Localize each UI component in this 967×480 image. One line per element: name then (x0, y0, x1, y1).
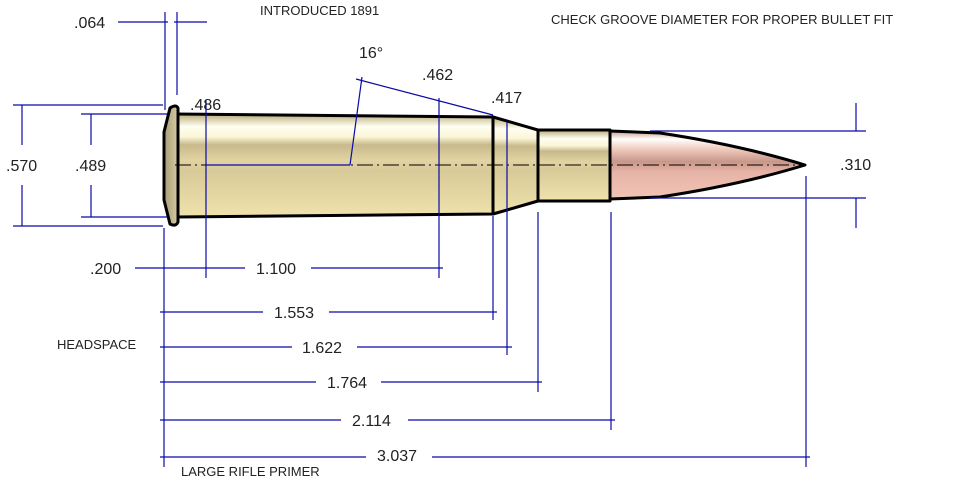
dim-shoulder-diameter: .462 (422, 67, 453, 84)
dim-rim-thickness: .064 (74, 15, 105, 32)
dim-rim-to-body: .200 (90, 261, 121, 278)
dim-base-diameter: .486 (190, 97, 221, 114)
dim-rim-diameter: .570 (6, 158, 37, 175)
groove-note: CHECK GROOVE DIAMETER FOR PROPER BULLET … (551, 12, 893, 27)
dim-overall-length: 3.037 (377, 448, 417, 465)
dim-shoulder-start: 1.553 (274, 305, 314, 322)
title-introduced: INTRODUCED 1891 (260, 3, 379, 18)
dim-body-length: 1.100 (256, 261, 296, 278)
dim-neck-start: 1.764 (327, 375, 367, 392)
dim-extractor-diameter: .489 (75, 158, 106, 175)
case-rim (162, 104, 180, 227)
dim-shoulder-angle: 16° (359, 45, 383, 62)
dim-neck-diameter: .417 (491, 90, 522, 107)
dimension-lines (13, 12, 866, 467)
headspace-label: HEADSPACE (57, 337, 137, 352)
dim-headspace: 1.622 (302, 340, 342, 357)
primer-label: LARGE RIFLE PRIMER (181, 464, 320, 479)
dim-bullet-diameter: .310 (840, 157, 871, 174)
dim-case-length: 2.114 (352, 413, 391, 430)
